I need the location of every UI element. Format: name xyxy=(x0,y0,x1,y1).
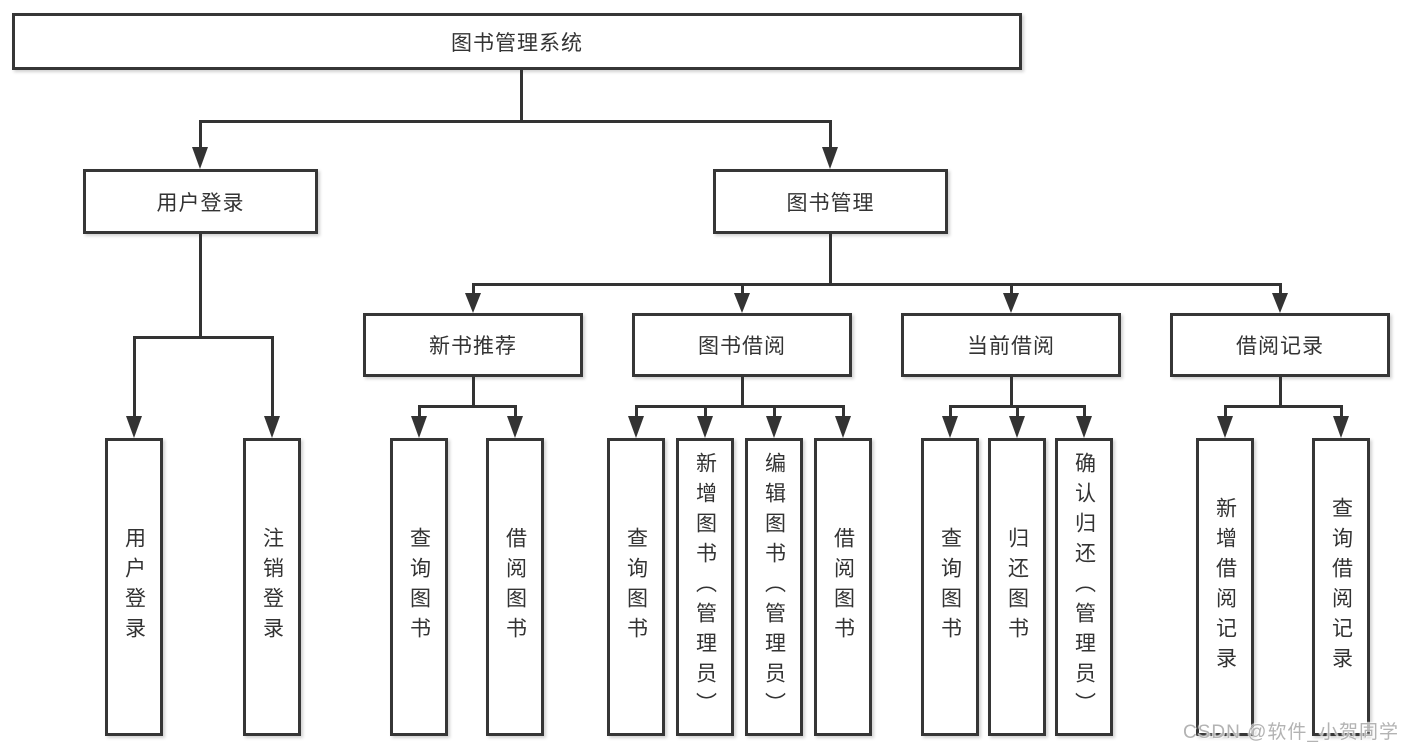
leaf-edit-books-admin: 编辑图书（管理员） xyxy=(745,438,803,736)
arrow-down-icon xyxy=(628,416,644,438)
connector-line xyxy=(472,283,1282,286)
connector-line xyxy=(514,405,517,418)
leaf-label: 编辑图书（管理员） xyxy=(762,452,786,722)
arrow-down-icon xyxy=(264,416,280,438)
arrow-down-icon xyxy=(1217,416,1233,438)
node-label: 用户登录 xyxy=(156,191,245,215)
connector-line xyxy=(1083,405,1086,418)
node-library-system: 图书管理系统 xyxy=(12,13,1022,70)
connector-line xyxy=(1010,377,1013,405)
arrow-down-icon xyxy=(835,416,851,438)
node-book-management: 图书管理 xyxy=(713,169,948,234)
node-new-book-recommend: 新书推荐 xyxy=(363,313,583,377)
leaf-label: 归还图书 xyxy=(1005,527,1029,647)
connector-line xyxy=(418,405,421,418)
leaf-label: 查询借阅记录 xyxy=(1329,497,1353,677)
arrow-down-icon xyxy=(1272,293,1288,313)
node-label: 图书管理 xyxy=(786,191,875,215)
connector-line xyxy=(133,336,136,418)
leaf-confirm-return-admin: 确认归还（管理员） xyxy=(1055,438,1113,736)
node-user-login: 用户登录 xyxy=(83,169,318,234)
leaf-add-books-admin: 新增图书（管理员） xyxy=(676,438,734,736)
node-label: 图书管理系统 xyxy=(451,31,583,55)
connector-line xyxy=(1224,405,1227,418)
leaf-query-books-borrowing: 查询图书 xyxy=(607,438,665,736)
arrow-down-icon xyxy=(465,293,481,313)
leaf-return-books: 归还图书 xyxy=(988,438,1046,736)
connector-line xyxy=(199,234,202,336)
arrow-down-icon xyxy=(697,416,713,438)
leaf-label: 查询图书 xyxy=(624,527,648,647)
leaf-label: 用户登录 xyxy=(122,527,146,647)
connector-line xyxy=(1010,283,1013,295)
connector-line xyxy=(199,120,202,149)
connector-line xyxy=(1279,377,1282,405)
connector-line xyxy=(773,405,776,418)
arrow-down-icon xyxy=(1003,293,1019,313)
arrow-down-icon xyxy=(822,147,838,169)
connector-line xyxy=(133,336,274,339)
node-label: 新书推荐 xyxy=(429,335,517,358)
connector-line xyxy=(829,234,832,283)
node-borrow-records: 借阅记录 xyxy=(1170,313,1390,377)
arrow-down-icon xyxy=(1076,416,1092,438)
connector-line xyxy=(635,405,638,418)
leaf-label: 新增借阅记录 xyxy=(1213,497,1237,677)
leaf-label: 新增图书（管理员） xyxy=(693,452,717,722)
arrow-down-icon xyxy=(411,416,427,438)
arrow-down-icon xyxy=(507,416,523,438)
connector-line xyxy=(1340,405,1343,418)
leaf-add-borrow-record: 新增借阅记录 xyxy=(1196,438,1254,736)
connector-line xyxy=(829,120,832,149)
connector-line xyxy=(1224,405,1343,408)
node-label: 借阅记录 xyxy=(1236,335,1324,358)
connector-line xyxy=(472,283,475,295)
leaf-user-login: 用户登录 xyxy=(105,438,163,736)
leaf-label: 查询图书 xyxy=(938,527,962,647)
node-current-borrowing: 当前借阅 xyxy=(901,313,1121,377)
leaf-query-books-current: 查询图书 xyxy=(921,438,979,736)
connector-line xyxy=(418,405,517,408)
leaf-label: 注销登录 xyxy=(260,527,284,647)
leaf-label: 确认归还（管理员） xyxy=(1072,452,1096,722)
connector-line xyxy=(949,405,952,418)
arrow-down-icon xyxy=(126,416,142,438)
node-label: 图书借阅 xyxy=(698,335,786,358)
connector-line xyxy=(635,405,845,408)
arrow-down-icon xyxy=(1009,416,1025,438)
connector-line xyxy=(842,405,845,418)
arrow-down-icon xyxy=(1333,416,1349,438)
arrow-down-icon xyxy=(734,293,750,313)
leaf-label: 借阅图书 xyxy=(831,527,855,647)
connector-line xyxy=(741,377,744,405)
connector-line xyxy=(704,405,707,418)
leaf-borrow-books-recommend: 借阅图书 xyxy=(486,438,544,736)
leaf-query-borrow-record: 查询借阅记录 xyxy=(1312,438,1370,736)
arrow-down-icon xyxy=(942,416,958,438)
leaf-label: 查询图书 xyxy=(407,527,431,647)
leaf-query-books-recommend: 查询图书 xyxy=(390,438,448,736)
connector-line xyxy=(1279,283,1282,295)
connector-line xyxy=(271,336,274,418)
node-label: 当前借阅 xyxy=(967,335,1055,358)
leaf-label: 借阅图书 xyxy=(503,527,527,647)
connector-line xyxy=(520,70,523,120)
connector-line xyxy=(472,377,475,405)
arrow-down-icon xyxy=(192,147,208,169)
node-book-borrowing: 图书借阅 xyxy=(632,313,852,377)
connector-line xyxy=(1016,405,1019,418)
leaf-borrow-books: 借阅图书 xyxy=(814,438,872,736)
csdn-watermark: CSDN @软件_小贺同学 xyxy=(1183,722,1399,743)
arrow-down-icon xyxy=(766,416,782,438)
leaf-logout: 注销登录 xyxy=(243,438,301,736)
connector-line xyxy=(741,283,744,295)
connector-line xyxy=(199,120,832,123)
